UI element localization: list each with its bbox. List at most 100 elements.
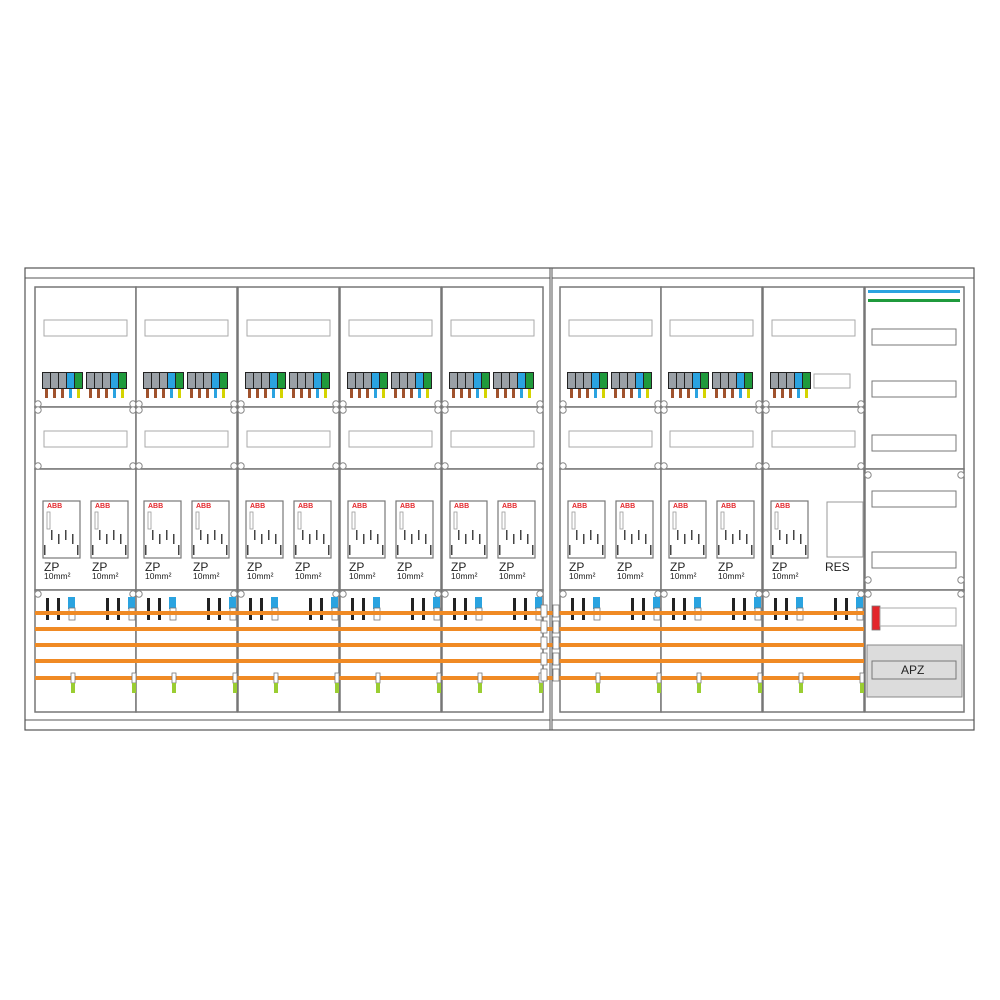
field-panel-busbar xyxy=(135,589,238,713)
meter-cross-section: 10mm² xyxy=(499,571,526,581)
screw-icon xyxy=(441,462,449,470)
meter-terminal xyxy=(349,545,351,555)
conductor xyxy=(452,389,455,398)
pe-conductor xyxy=(335,683,339,693)
meter-terminal xyxy=(602,545,604,555)
breaker-pole xyxy=(320,598,323,620)
label-strip xyxy=(813,373,851,389)
busbar-connector xyxy=(540,636,548,650)
screw-icon xyxy=(34,400,42,408)
meter-cross-section: 10mm² xyxy=(92,571,119,581)
n-terminal-strip xyxy=(868,290,960,293)
conductor xyxy=(77,389,80,398)
breaker-pole xyxy=(422,598,425,620)
pe-conductor xyxy=(233,683,237,693)
phase-terminal xyxy=(779,373,786,388)
conductor xyxy=(374,389,377,398)
phase-terminal xyxy=(246,373,253,388)
meter-terminal xyxy=(302,530,304,540)
conductor xyxy=(222,389,225,398)
neutral-terminal xyxy=(636,373,643,388)
busbar xyxy=(35,676,864,680)
pe-conductor xyxy=(758,683,762,693)
breaker-pole xyxy=(351,598,354,620)
phase-terminal xyxy=(290,373,297,388)
earth-terminal xyxy=(526,373,533,388)
meter-cross-section: 10mm² xyxy=(44,571,71,581)
meter-cross-section: 10mm² xyxy=(451,571,478,581)
phase-terminal xyxy=(204,373,211,388)
phase-terminal xyxy=(356,373,363,388)
pe-conductor xyxy=(596,683,600,693)
conductor xyxy=(198,389,201,398)
screw-icon xyxy=(536,406,544,414)
meter-terminal xyxy=(295,545,297,555)
busbar-connector xyxy=(552,636,560,650)
screw-icon xyxy=(129,400,137,408)
meter-terminal xyxy=(275,534,277,544)
meter-type-label: ZP xyxy=(349,560,365,574)
field-panel-busbar xyxy=(237,589,340,713)
busbar xyxy=(35,659,864,663)
screw-icon xyxy=(34,462,42,470)
screw-icon xyxy=(135,400,143,408)
conductor xyxy=(170,389,173,398)
pe-terminal-strip xyxy=(868,299,960,302)
screw-icon xyxy=(660,406,668,414)
breaker-pole xyxy=(513,598,516,620)
pe-conductor xyxy=(478,683,482,693)
neutral-terminal xyxy=(693,373,700,388)
meter-terminal xyxy=(65,530,67,540)
conductor xyxy=(366,389,369,398)
earth-terminal xyxy=(119,373,126,388)
phase-terminal xyxy=(196,373,203,388)
conductor xyxy=(264,389,267,398)
meter-terminal xyxy=(583,534,585,544)
main-switch xyxy=(871,605,881,631)
meter-display xyxy=(501,511,506,530)
phase-terminal xyxy=(364,373,371,388)
meter-brand-logo: ABB xyxy=(673,503,689,510)
conductor xyxy=(178,389,181,398)
conductor xyxy=(146,389,149,398)
conductor xyxy=(512,389,515,398)
screw-icon xyxy=(434,590,442,598)
meter-terminal xyxy=(513,534,515,544)
screw-icon xyxy=(755,406,763,414)
meter-terminal xyxy=(732,534,734,544)
conductor xyxy=(61,389,64,398)
breaker-pole xyxy=(260,598,263,620)
phase-terminal xyxy=(392,373,399,388)
earth-terminal xyxy=(644,373,651,388)
pe-conductor xyxy=(376,683,380,693)
meter-terminal xyxy=(425,534,427,544)
screw-icon xyxy=(654,462,662,470)
meter-terminal xyxy=(397,545,399,555)
meter-terminal xyxy=(207,534,209,544)
meter-terminal xyxy=(404,530,406,540)
meter-terminal xyxy=(92,545,94,555)
phase-terminal xyxy=(254,373,261,388)
screw-icon xyxy=(559,406,567,414)
electricity-meter xyxy=(770,500,809,559)
meter-terminal xyxy=(418,530,420,540)
electricity-meter xyxy=(395,500,434,559)
breaker-pole xyxy=(158,598,161,620)
meter-terminal xyxy=(631,534,633,544)
neutral-terminal xyxy=(212,373,219,388)
earth-terminal xyxy=(482,373,489,388)
conductor xyxy=(410,389,413,398)
phase-terminal xyxy=(669,373,676,388)
electricity-meter xyxy=(143,500,182,559)
reserve-label: RES xyxy=(825,560,850,574)
neutral-terminal xyxy=(593,597,600,609)
conductor xyxy=(747,389,750,398)
breaker-pole xyxy=(743,598,746,620)
screw-icon xyxy=(441,400,449,408)
label-strip xyxy=(871,490,957,508)
meter-terminal xyxy=(650,545,652,555)
meter-brand-logo: ABB xyxy=(775,503,791,510)
label-strip xyxy=(450,430,535,448)
breaker-pole xyxy=(46,598,49,620)
